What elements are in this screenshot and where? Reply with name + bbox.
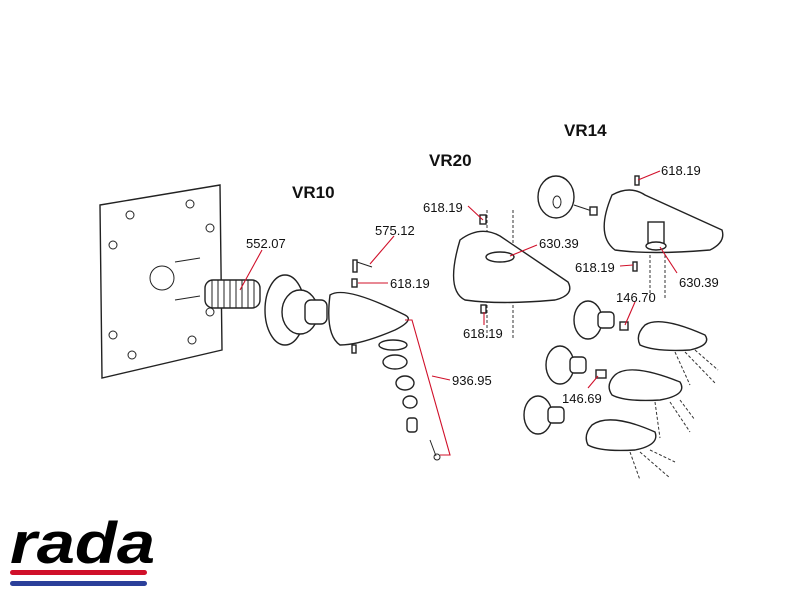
rada-logo: rada — [10, 511, 155, 586]
logo-blue-stripe — [10, 581, 147, 586]
vr14-assembly — [523, 175, 724, 481]
part-label-146-69: 146.69 — [562, 391, 602, 406]
part-label-618-19: 618.19 — [661, 163, 701, 178]
part-label-630-39: 630.39 — [539, 236, 579, 251]
part-label-618-19: 618.19 — [423, 200, 463, 215]
part-label-618-19: 618.19 — [390, 276, 430, 291]
wall-plate — [99, 184, 223, 379]
logo-red-stripe — [10, 570, 147, 575]
part-label-630-39: 630.39 — [679, 275, 719, 290]
vr10-assembly — [264, 259, 441, 461]
threaded-connector — [204, 279, 261, 309]
leader-lines — [239, 170, 678, 456]
svg-text:rada: rada — [10, 511, 155, 576]
model-title-vr20: VR20 — [429, 151, 472, 170]
model-title-vr14: VR14 — [564, 121, 607, 140]
model-title-vr10: VR10 — [292, 183, 335, 202]
part-label-936-95: 936.95 — [452, 373, 492, 388]
part-label-146-70: 146.70 — [616, 290, 656, 305]
part-label-575-12: 575.12 — [375, 223, 415, 238]
part-label-618-19: 618.19 — [575, 260, 615, 275]
vr20-assembly — [452, 210, 571, 340]
part-label-552-07: 552.07 — [246, 236, 286, 251]
part-label-618-19: 618.19 — [463, 326, 503, 341]
